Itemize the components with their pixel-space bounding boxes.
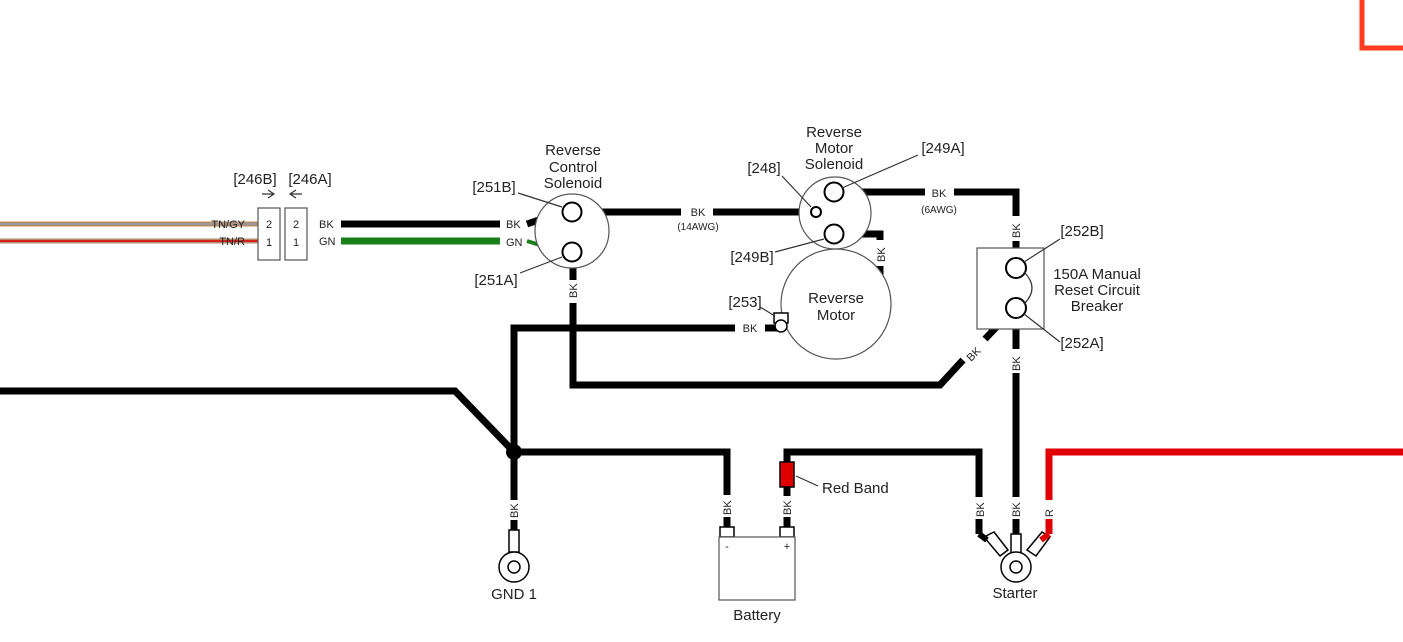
- wire-label-bk-starter-1: BK: [975, 502, 987, 517]
- wire-label-bk-connector: BK: [319, 219, 334, 231]
- terminal-label-253: [253]: [728, 294, 761, 311]
- wire-label-bk-motor-ground: BK: [743, 323, 758, 335]
- wire-label-bk-solenoid-motor: BK: [876, 247, 888, 262]
- red-band-leader: [795, 475, 819, 487]
- wire-label-bk-control-down: BK: [568, 283, 580, 298]
- control-solenoid-title-3: Solenoid: [544, 175, 602, 192]
- battery-plus: +: [784, 541, 790, 553]
- wire-label-bk-breaker-top: BK: [1011, 223, 1023, 238]
- reverse-motor-solenoid: Reverse Motor Solenoid [248] [249A] [249…: [730, 124, 964, 266]
- harness-wires: [0, 221, 258, 244]
- gnd-label: GND 1: [491, 586, 537, 603]
- connector-label-246b: [246B]: [233, 171, 276, 188]
- wire-label-gn-connector: GN: [319, 236, 336, 248]
- connector-pin-1-right: 1: [293, 237, 299, 249]
- terminal-252a: [1005, 297, 1027, 319]
- ground-gnd1: BK GND 1: [491, 503, 537, 603]
- wire-label-tn-gy: TN/GY: [211, 219, 245, 231]
- control-solenoid-title-1: Reverse: [545, 142, 601, 159]
- wire-label-bk-breaker-bottom: BK: [1011, 356, 1023, 371]
- control-solenoid-title-2: Control: [549, 159, 597, 176]
- motor-solenoid-title-1: Reverse: [806, 124, 862, 141]
- breaker-title-1: 150A Manual: [1053, 266, 1141, 283]
- terminal-label-252b: [252B]: [1060, 223, 1103, 240]
- terminal-label-248: [248]: [747, 160, 780, 177]
- motor-solenoid-title-2: Motor: [815, 140, 853, 157]
- reverse-motor-title-1: Reverse: [808, 290, 864, 307]
- wire-gauge-14awg: (14AWG): [677, 222, 718, 233]
- terminal-label-249a: [249A]: [921, 140, 964, 157]
- wire-label-bk-battery-pos: BK: [782, 500, 794, 515]
- wire-label-bk-battery-neg: BK: [722, 500, 734, 515]
- wire-label-bk-control-in: BK: [506, 219, 521, 231]
- starter-label: Starter: [992, 585, 1037, 602]
- connector-pin-2-left: 2: [266, 219, 272, 231]
- battery-label: Battery: [733, 607, 781, 624]
- wire-label-bk-starter-2: BK: [1011, 502, 1023, 517]
- wire-label-tn-r: TN/R: [219, 236, 245, 248]
- terminal-252b: [1005, 257, 1027, 279]
- connector-label-246a: [246A]: [288, 171, 331, 188]
- connector-246: 2 1 2 1 [246B] [246A] TN/GY TN/R BK GN: [211, 171, 336, 261]
- connector-pin-1-left: 1: [266, 237, 272, 249]
- wire-label-r-starter: R: [1044, 509, 1056, 517]
- breaker-title-2: Reset Circuit: [1054, 282, 1141, 299]
- mating-arrow-icon: [262, 189, 302, 199]
- terminal-251a: [561, 241, 583, 263]
- reverse-control-solenoid: Reverse Control Solenoid [251B] [251A] B…: [472, 142, 610, 298]
- wire-label-gn-control-in: GN: [506, 237, 523, 249]
- terminal-label-251a: [251A]: [474, 272, 517, 289]
- terminal-label-251b: [251B]: [472, 179, 515, 196]
- motor-solenoid-title-3: Solenoid: [805, 156, 863, 173]
- wire-label-bk-6awg: BK: [932, 188, 947, 200]
- terminal-label-252a: [252A]: [1060, 335, 1103, 352]
- starter: BK BK R Starter: [975, 502, 1056, 602]
- wire-gauge-6awg: (6AWG): [921, 205, 957, 216]
- junction-dot: [506, 444, 522, 460]
- battery-minus: -: [725, 541, 729, 553]
- battery: BK BK - + Battery: [718, 500, 796, 624]
- wire-label-bk-14awg: BK: [691, 207, 706, 219]
- connector-pin-2-right: 2: [293, 219, 299, 231]
- reverse-motor: Reverse Motor [253] BK: [728, 248, 892, 360]
- terminal-248: [810, 206, 822, 218]
- terminal-249b: [823, 223, 845, 245]
- terminal-label-249b: [249B]: [730, 249, 773, 266]
- corner-mark: [1359, 0, 1403, 51]
- breaker-title-3: Breaker: [1071, 298, 1124, 315]
- wire-label-bk-gnd: BK: [509, 503, 521, 518]
- terminal-249a: [823, 181, 845, 203]
- reverse-motor-title-2: Motor: [817, 307, 855, 324]
- circuit-breaker: 150A Manual Reset Circuit Breaker [252B]…: [965, 223, 1141, 371]
- terminal-251b: [561, 201, 583, 223]
- red-band: [779, 461, 795, 488]
- red-band-label: Red Band: [822, 480, 889, 497]
- wire-label-bk-breaker-diag: BK: [965, 345, 984, 364]
